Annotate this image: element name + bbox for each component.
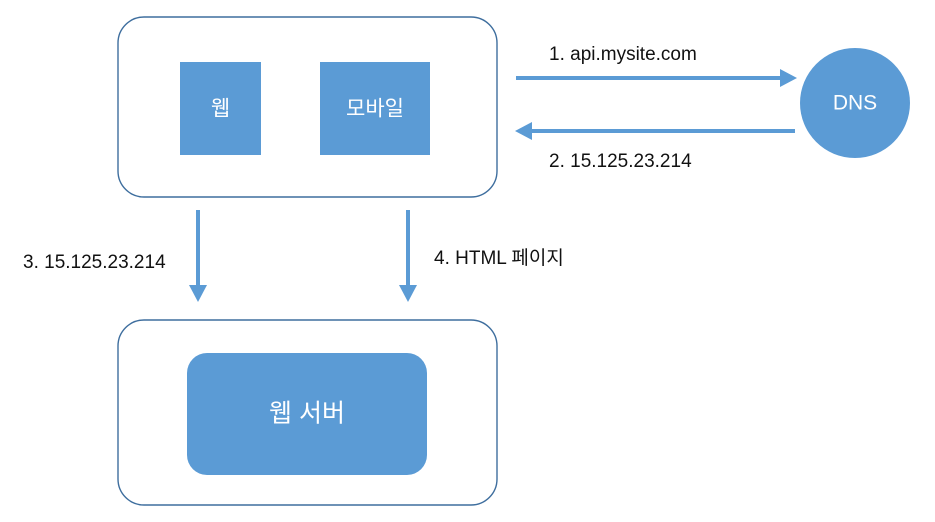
connection-step-2-arrowhead [515, 122, 532, 140]
connection-step-4-arrowhead [399, 285, 417, 302]
client-group-container[interactable] [117, 16, 498, 198]
connection-step-1-arrowhead [780, 69, 797, 87]
connection-step-3-label: 3. 15.125.23.214 [23, 252, 166, 273]
node-web-server[interactable] [187, 353, 427, 475]
connection-step-4-label: 4. HTML 페이지 [434, 247, 564, 269]
connection-step-1-label: 1. api.mysite.com [549, 44, 697, 65]
connection-step-2-label: 2. 15.125.23.214 [549, 151, 692, 172]
connection-step-3[interactable] [189, 210, 207, 302]
node-web[interactable] [180, 62, 261, 155]
connection-step-3-arrowhead [189, 285, 207, 302]
node-mobile-label: 모바일 [346, 98, 404, 121]
node-mobile[interactable] [320, 62, 430, 155]
connection-step-1[interactable] [516, 69, 797, 87]
node-dns[interactable] [800, 48, 910, 158]
node-web-server-label: 웹 서버 [269, 400, 345, 428]
connection-step-2[interactable] [515, 122, 795, 140]
node-dns-label: DNS [833, 92, 877, 115]
node-web-label: 웹 [211, 98, 230, 121]
connection-step-4[interactable] [399, 210, 417, 302]
